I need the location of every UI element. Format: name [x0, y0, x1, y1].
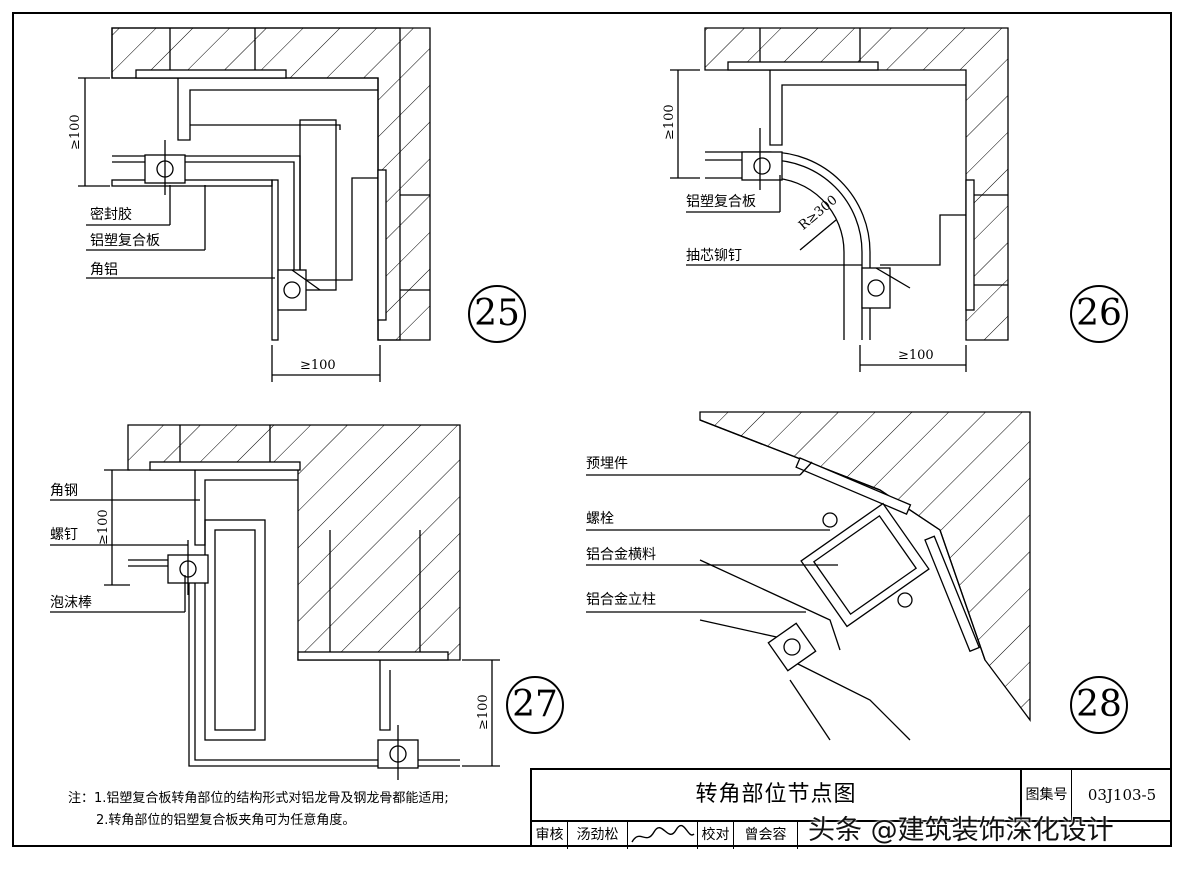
- atlas-number: 03J103-5: [1072, 770, 1172, 822]
- label-transom: 铝合金横料: [586, 547, 656, 563]
- label-angle-aluminum: 角铝: [90, 262, 118, 278]
- dim-25-vertical: ≥100: [68, 114, 83, 150]
- label-bolt: 螺栓: [586, 511, 614, 527]
- atlas-label: 图集号: [1022, 770, 1072, 822]
- label-mullion: 铝合金立柱: [586, 592, 656, 608]
- detail-number-28: 28: [1070, 676, 1128, 734]
- note-2: 2.转角部位的铝塑复合板夹角可为任意角度。: [96, 813, 356, 828]
- dim-27-vertical-right: ≥100: [476, 694, 491, 730]
- detail-number-26: 26: [1070, 285, 1128, 343]
- label-blind-rivet: 抽芯铆钉: [686, 248, 742, 264]
- label-foam-rod: 泡沫棒: [50, 595, 92, 611]
- notes-block: 注：1.铝塑复合板转角部位的结构形式对铝龙骨及钢龙骨都能适用; 2.转角部位的铝…: [68, 788, 449, 832]
- note-1: 1.铝塑复合板转角部位的结构形式对铝龙骨及钢龙骨都能适用;: [94, 791, 449, 806]
- title-block: 转角部位节点图 图集号 03J103-5 审核 汤劲松 校对 曾会容: [530, 768, 1172, 849]
- review-label: 审核: [532, 822, 568, 849]
- label-acp-26: 铝塑复合板: [686, 194, 756, 210]
- detail-26-drawing: [670, 27, 1009, 372]
- drawing-sheet-border: [12, 12, 1172, 847]
- dim-27-vertical-left: ≥100: [96, 509, 111, 545]
- watermark: 头条 @建筑装饰深化设计: [808, 815, 1114, 846]
- label-acp: 铝塑复合板: [90, 233, 160, 249]
- label-screw: 螺钉: [50, 527, 78, 543]
- detail-number-27: 27: [506, 676, 564, 734]
- drawing-title: 转角部位节点图: [532, 770, 1022, 822]
- signature-scribble-icon: [631, 824, 695, 843]
- label-angle-steel: 角钢: [50, 483, 78, 499]
- detail-25-drawing: [78, 27, 431, 382]
- detail-28-drawing: [586, 411, 1031, 741]
- detail-number-25: 25: [468, 285, 526, 343]
- title-block-signature-row: 审核 汤劲松 校对 曾会容: [532, 822, 1172, 849]
- reviewer-signature: [628, 822, 698, 849]
- label-sealant: 密封胶: [90, 207, 132, 223]
- notes-prefix: 注：: [68, 791, 95, 806]
- detail-27-drawing: [50, 424, 500, 780]
- reviewer-name: 汤劲松: [568, 822, 628, 849]
- checker-name: 曾会容: [734, 822, 798, 849]
- dim-26-vertical: ≥100: [662, 104, 677, 140]
- dim-26-horizontal: ≥100: [898, 348, 934, 363]
- dim-25-horizontal: ≥100: [300, 358, 336, 373]
- check-label: 校对: [698, 822, 734, 849]
- label-embedded-part: 预埋件: [586, 456, 628, 472]
